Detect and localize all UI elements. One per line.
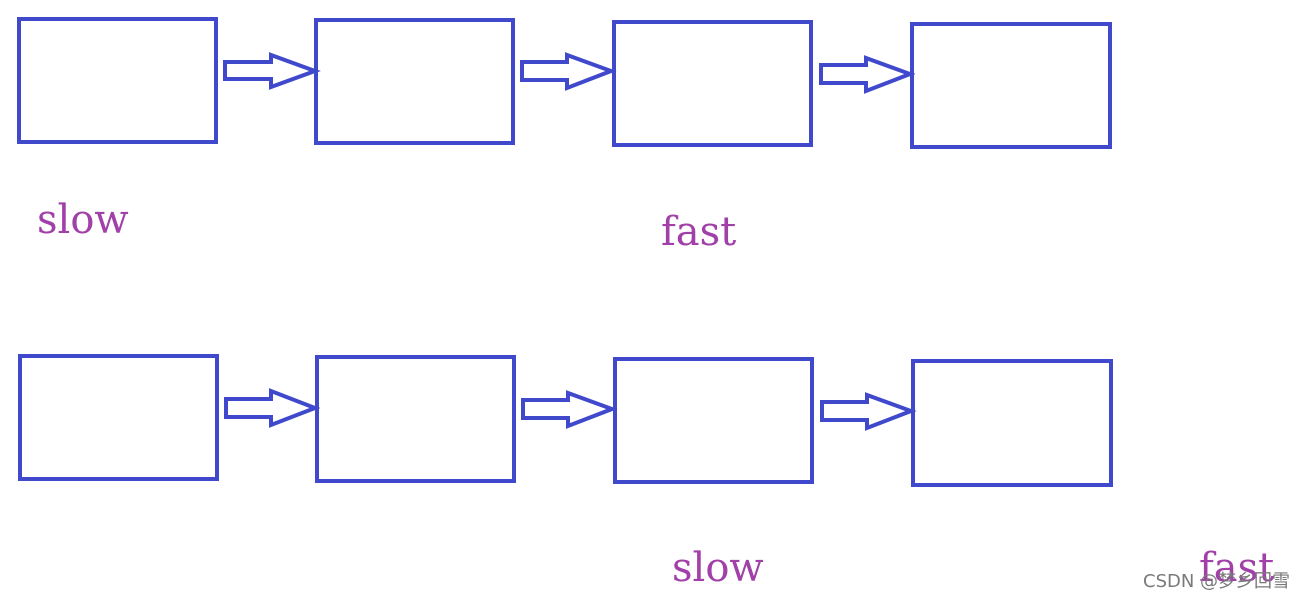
row-1: slow fast [17,17,1112,255]
row-1-node-3 [612,20,813,147]
row-2-slow-label: slow [672,545,764,591]
row-2-arrow-3 [820,392,917,431]
row-1-arrow-3 [819,55,916,94]
row-1-fast-label: fast [661,209,736,255]
row-2-fast-label: fast [1199,545,1274,591]
row-1-node-1 [17,17,218,144]
row-1-node-2 [314,18,515,145]
row-1-slow-label: slow [37,197,129,243]
watermark: CSDN @梦乡回雪 [1143,571,1291,592]
row-2-node-2 [315,355,516,483]
row-2-arrow-2 [521,390,618,429]
row-1-node-4 [910,22,1112,149]
row-2: slow fast [18,354,1274,591]
row-1-arrow-2 [520,52,617,91]
row-2-arrow-1 [224,388,321,428]
row-2-node-4 [911,359,1113,487]
row-2-node-1 [18,354,219,481]
row-1-arrow-1 [223,52,321,90]
row-2-node-3 [613,357,814,484]
